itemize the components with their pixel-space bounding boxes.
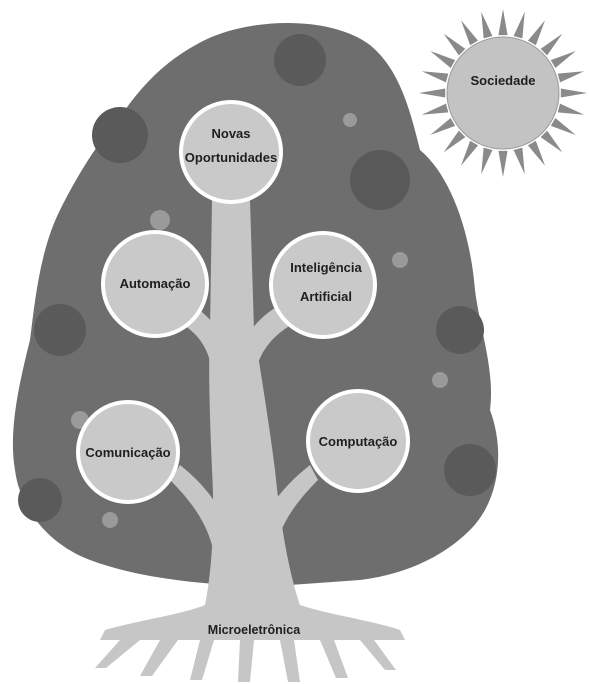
sun-ray <box>498 150 508 177</box>
node-label: Comunicação <box>85 445 170 460</box>
node-label-line2: Artificial <box>300 289 352 304</box>
sun-disc <box>446 36 560 150</box>
sun-ray <box>419 88 446 98</box>
canopy-lump <box>436 306 484 354</box>
sun-ray <box>540 33 563 56</box>
canopy-lump <box>150 210 170 230</box>
canopy-lump <box>444 444 496 496</box>
root-label: Microeletrônica <box>208 623 301 637</box>
sun-ray <box>513 147 525 175</box>
sun-ray <box>560 88 587 98</box>
canopy-lump <box>274 34 326 86</box>
sun-ray <box>481 147 493 175</box>
trunk-shape <box>100 200 405 640</box>
node-label: Computação <box>319 434 398 449</box>
node-circle <box>179 100 283 204</box>
node-label: Automação <box>120 276 191 291</box>
root <box>95 640 140 668</box>
node-label-line2: Oportunidades <box>185 150 277 165</box>
canopy-lump <box>350 150 410 210</box>
canopy-lump <box>18 478 62 522</box>
branch-comunicacao <box>170 465 232 545</box>
root <box>238 640 254 682</box>
sun-ray <box>527 20 545 46</box>
canopy-lump <box>92 107 148 163</box>
node-computacao: Computação <box>306 389 410 493</box>
node-circle <box>76 400 180 504</box>
canopy-lump <box>432 372 448 388</box>
root <box>360 640 396 670</box>
root <box>190 640 214 680</box>
node-automacao: Automação <box>101 230 209 338</box>
node-label-line1: Inteligência <box>290 260 362 275</box>
sun-ray <box>443 33 466 56</box>
sun: Sociedade <box>419 9 587 177</box>
sun-ray <box>421 103 449 115</box>
sun-ray <box>527 140 545 166</box>
sun-ray <box>461 140 479 166</box>
sun-ray <box>557 71 585 83</box>
node-circle <box>306 389 410 493</box>
root <box>280 640 300 682</box>
node-circle <box>269 231 377 339</box>
sun-ray <box>421 71 449 83</box>
sun-ray <box>550 117 576 135</box>
sun-ray <box>550 51 576 69</box>
root <box>140 640 178 676</box>
canopy-lump <box>102 512 118 528</box>
node-label-line1: Novas <box>211 126 250 141</box>
sun-label: Sociedade <box>470 73 535 88</box>
root <box>320 640 348 678</box>
sun-ray <box>513 11 525 39</box>
sun-ray <box>540 130 563 153</box>
node-comunicacao: Comunicação <box>76 400 180 504</box>
node-novas-oportunidades: Novas Oportunidades <box>179 100 283 204</box>
sun-ray <box>557 103 585 115</box>
sun-ray <box>430 51 456 69</box>
canopy-lump <box>343 113 357 127</box>
node-circle <box>101 230 209 338</box>
node-inteligencia-artificial: Inteligência Artificial <box>269 231 377 339</box>
sun-ray <box>443 130 466 153</box>
branch-computacao <box>256 465 318 545</box>
sun-ray <box>498 9 508 36</box>
sun-rays <box>419 9 587 177</box>
sun-ray <box>461 20 479 46</box>
sun-ray <box>481 11 493 39</box>
canopy-lump <box>34 304 86 356</box>
canopy-lump <box>392 252 408 268</box>
sun-ray <box>430 117 456 135</box>
